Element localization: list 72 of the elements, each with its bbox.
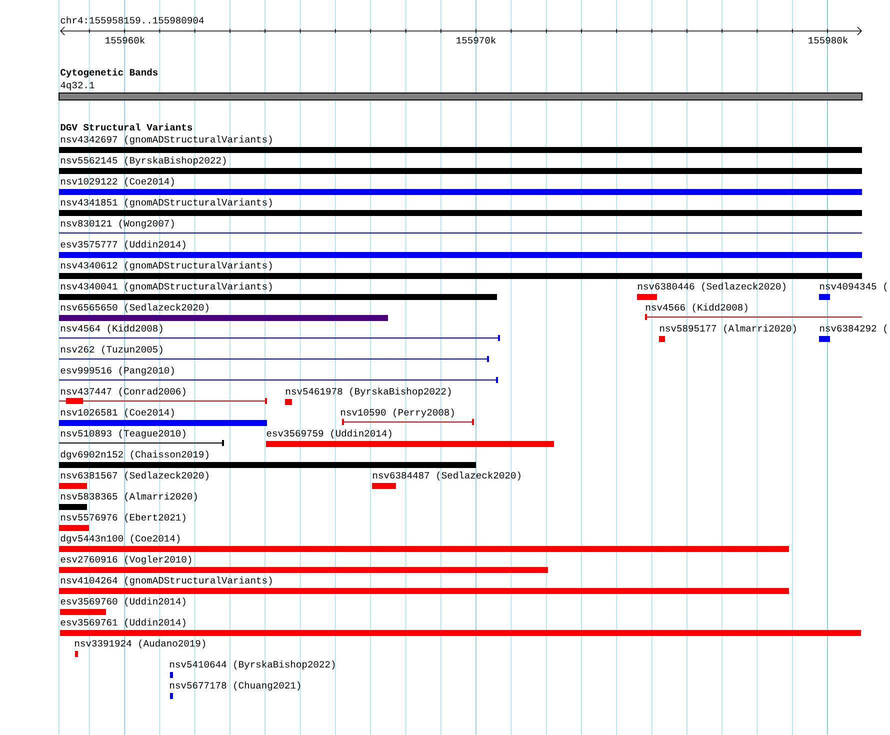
- node-label: nsv4340612 (gnomADStructuralVariants): [61, 262, 272, 270]
- variant-bar: nsv5838365 (Almarri2020): [59, 492, 197, 510]
- variant-bar: nsv6565650 (Sedlazeck2020): [59, 304, 388, 321]
- variant-bar: nsv6380446 (Sedlazeck2020): [637, 282, 786, 300]
- variant-bar: nsv4342697 (gnomADStructuralVariants): [59, 136, 862, 153]
- node-label: nsv6384292 (: [820, 324, 887, 334]
- variant-bar: nsv4341851 (gnomADStructuralVariants): [59, 198, 862, 216]
- variant-bar: nsv5461978 (ByrskaBishop2022): [285, 388, 451, 405]
- node-label: dgv6902n152 (Chaisson2019): [60, 450, 208, 460]
- variant-bar: nsv1029122 (Coe2014): [59, 178, 862, 195]
- variant-bar: nsv5677178 (Chuang2021): [170, 682, 300, 699]
- variant-bar: nsv4340612 (gnomADStructuralVariants): [59, 262, 862, 279]
- node-label: nsv5410644 (ByrskaBishop2022): [170, 660, 335, 670]
- variant-line: nsv510893 (Teague2010): [58, 430, 224, 446]
- node-label: nsv5895177 (Almarri2020): [660, 324, 796, 334]
- variant-line: esv999516 (Pang2010): [58, 366, 498, 383]
- variant-bar: nsv5562145 (ByrskaBishop2022): [59, 156, 862, 174]
- node-label: 4q32.1: [60, 82, 94, 90]
- variant-line: nsv830121 (Wong2007): [58, 220, 863, 234]
- node-label: esv3569760 (Uddin2014): [60, 598, 186, 606]
- node-label: esv2760916 (Vogler2010): [60, 556, 192, 564]
- node-label: nsv5838365 (Almarri2020): [61, 492, 197, 502]
- node-label: nsv6381567 (Sedlazeck2020): [61, 472, 208, 480]
- node-label: esv3575777 (Uddin2014): [60, 240, 186, 250]
- variant-line: nsv10590 (Perry2008): [341, 408, 474, 425]
- variant-line: nsv262 (Tuzun2005): [58, 346, 490, 362]
- variant-bar: nsv4094345 (: [819, 282, 887, 300]
- node-label: nsv5576976 (Ebert2021): [61, 514, 186, 522]
- tick-label: 155980k: [808, 36, 848, 44]
- variant-bar: nsv6381567 (Sedlazeck2020): [59, 472, 208, 489]
- variant-bar: nsv3391924 (Audano2019): [75, 640, 206, 657]
- variant-line: nsv4566 (Kidd2008): [644, 304, 863, 320]
- node-label: nsv5677178 (Chuang2021): [170, 682, 300, 690]
- variant-bar: esv3569760 (Uddin2014): [60, 598, 186, 615]
- variant-bar: nsv4340041 (gnomADStructuralVariants): [59, 282, 497, 300]
- node-label: nsv4341851 (gnomADStructuralVariants): [61, 198, 272, 208]
- node-label: nsv5562145 (ByrskaBishop2022): [61, 156, 226, 166]
- variant-bar: nsv6384292 (: [819, 324, 887, 342]
- node-label: nsv5461978 (ByrskaBishop2022): [286, 388, 451, 396]
- variant-bar: nsv1026581 (Coe2014): [59, 408, 267, 426]
- variant-bar: esv3569761 (Uddin2014): [60, 618, 862, 636]
- node-label: nsv1029122 (Coe2014): [61, 178, 174, 186]
- node-label: nsv4340041 (gnomADStructuralVariants): [61, 282, 272, 292]
- node-label: esv3569761 (Uddin2014): [60, 618, 186, 628]
- tick-label: 155960k: [106, 36, 145, 44]
- track-title: Cytogenetic Bands: [60, 68, 158, 78]
- variant-bar: nsv5576976 (Ebert2021): [59, 514, 186, 531]
- cytoband-bar: 4q32.1: [58, 82, 863, 100]
- variant-bar: nsv5410644 (ByrskaBishop2022): [170, 660, 335, 678]
- variant-bar: esv2760916 (Vogler2010): [59, 556, 548, 573]
- variant-bar: esv3575777 (Uddin2014): [59, 240, 862, 258]
- variant-bar: dgv6902n152 (Chaisson2019): [59, 450, 476, 468]
- node-label: nsv4094345 (: [820, 282, 887, 292]
- variant-bar: nsv4104264 (gnomADStructuralVariants): [59, 576, 790, 594]
- coord-label: chr4:155958159..155980904: [60, 16, 204, 24]
- variant-bar: nsv5895177 (Almarri2020): [659, 324, 796, 342]
- variant-line: nsv4564 (Kidd2008): [58, 324, 500, 341]
- variant-bar: nsv6384487 (Sedlazeck2020): [372, 472, 520, 489]
- variant-bar: esv3569759 (Uddin2014): [266, 430, 554, 447]
- tick-label: 155970k: [456, 36, 496, 44]
- variant-bar: dgv5443n100 (Coe2014): [59, 534, 790, 552]
- node-label: nsv4342697 (gnomADStructuralVariants): [61, 136, 272, 144]
- node-label: dgv5443n100 (Coe2014): [60, 534, 180, 544]
- variant-line: nsv437447 (Conrad2006): [58, 388, 268, 404]
- node-label: nsv3391924 (Audano2019): [75, 640, 206, 648]
- node-label: nsv6565650 (Sedlazeck2020): [61, 304, 208, 312]
- node-label: nsv6380446 (Sedlazeck2020): [638, 282, 786, 292]
- node-label: nsv1026581 (Coe2014): [61, 408, 174, 418]
- node-label: esv3569759 (Uddin2014): [266, 430, 392, 438]
- node-label: nsv6384487 (Sedlazeck2020): [373, 472, 520, 480]
- node-label: nsv4104264 (gnomADStructuralVariants): [61, 576, 272, 586]
- track-title: DGV Structural Variants: [60, 123, 192, 131]
